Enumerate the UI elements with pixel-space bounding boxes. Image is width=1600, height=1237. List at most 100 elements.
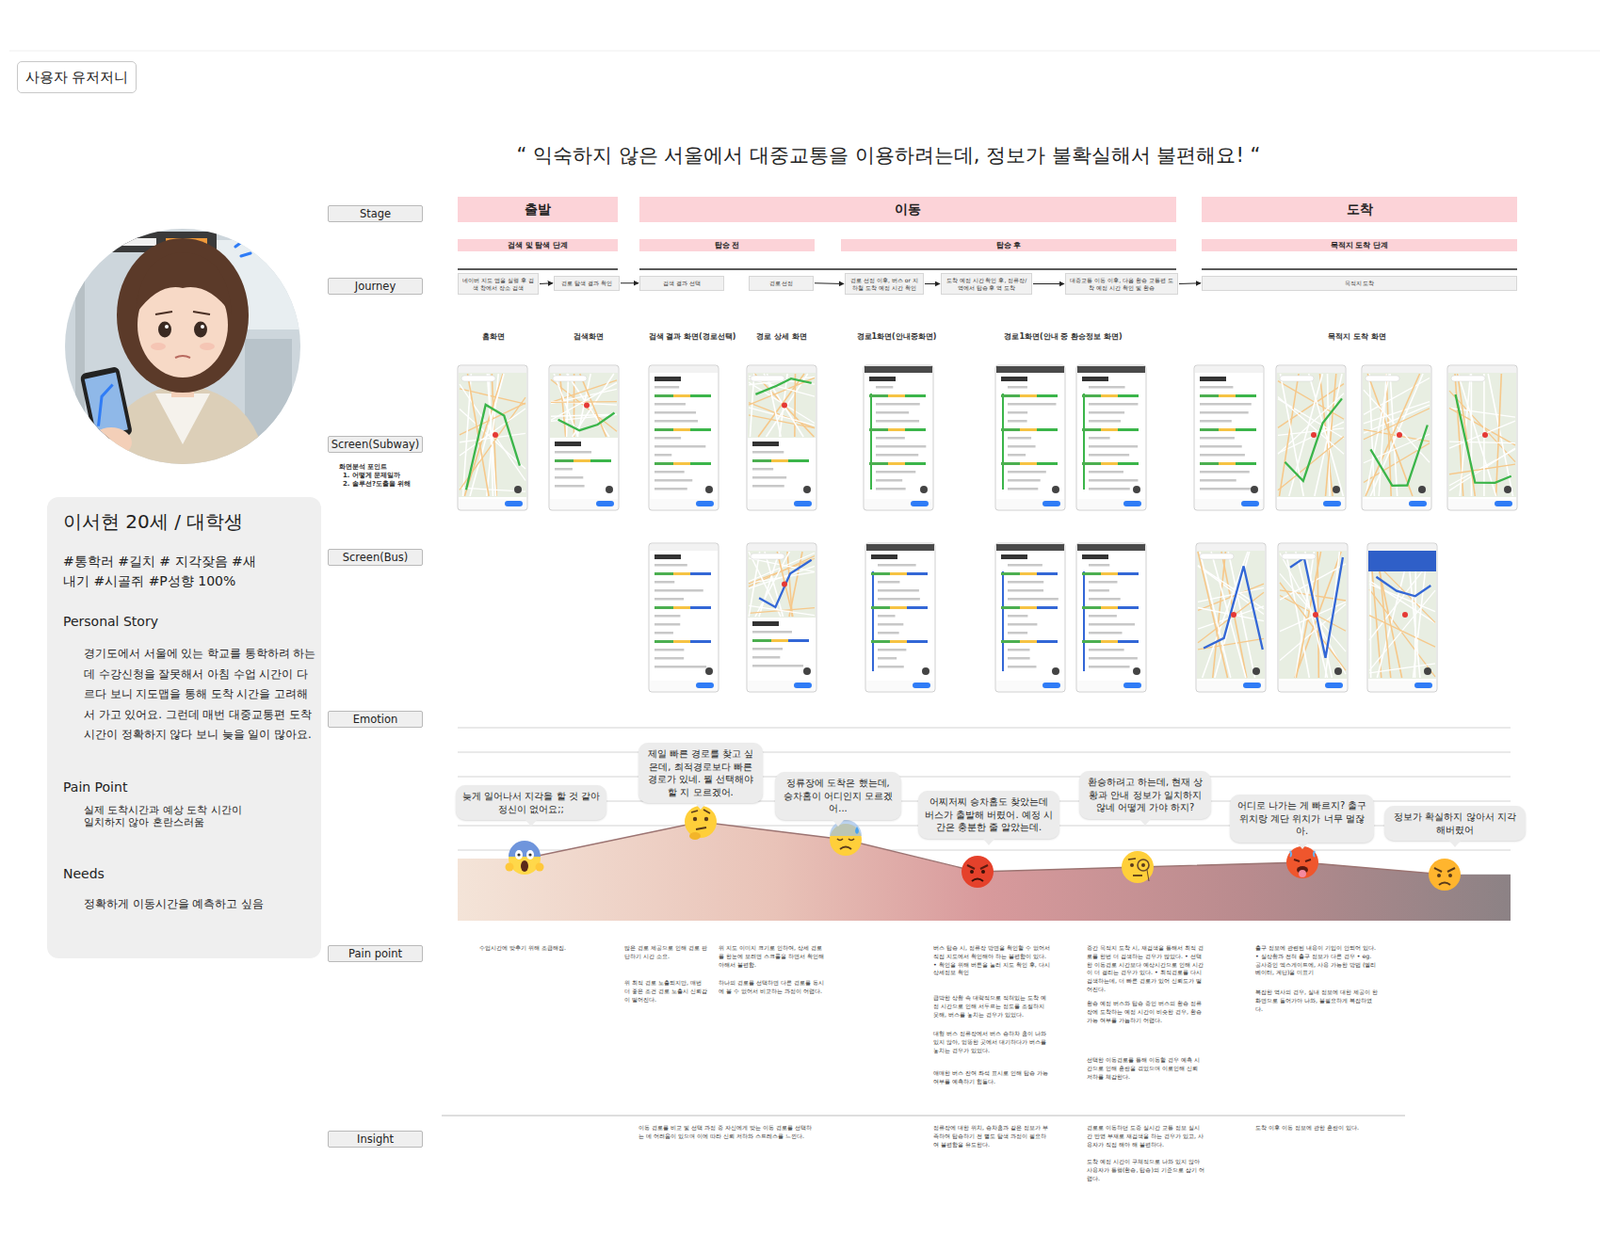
row-label: Emotion	[327, 711, 423, 728]
phone-detail	[996, 680, 1065, 692]
persona-text: Personal Story	[63, 612, 308, 631]
pain-point-note: 버스 탑승 시, 정류장 방면을 확인할 수 없어서 직접 지도에서 확인해야 …	[933, 944, 1051, 978]
phone-detail	[875, 453, 919, 457]
phone-detail	[648, 543, 719, 693]
phone-detail	[1199, 420, 1232, 423]
phone-detail	[1088, 614, 1117, 618]
phone-detail	[1007, 420, 1028, 423]
phone-detail	[1195, 499, 1263, 510]
screen-title: 경로1화면(안내중화면)	[802, 331, 991, 342]
phone-detail	[1276, 499, 1345, 510]
phone-detail	[1449, 441, 1516, 443]
phone-detail	[673, 572, 691, 576]
phone-detail	[554, 476, 583, 480]
phone-detail	[654, 564, 688, 567]
phone-mockup	[457, 365, 528, 511]
phone-detail	[654, 648, 684, 652]
phone-detail	[1082, 376, 1109, 382]
phone-detail	[1199, 445, 1243, 449]
journey-step: 검색 결과 선택	[639, 275, 725, 291]
phone-detail	[1195, 366, 1263, 373]
phone-mockup	[995, 365, 1066, 511]
phone-detail	[690, 572, 712, 576]
phone-detail	[458, 366, 527, 373]
phone-detail	[1088, 403, 1138, 406]
row-label: Journey	[327, 277, 423, 295]
phone-detail	[912, 682, 931, 689]
journey-arrow	[814, 282, 844, 285]
phone-detail	[673, 606, 691, 610]
phone-detail	[654, 376, 681, 382]
node-text: 경로 탐색 결과 확인	[557, 279, 616, 288]
phone-mockup	[549, 365, 619, 511]
phone-detail	[864, 366, 933, 373]
phone-detail	[788, 459, 809, 463]
node-text: 어디로 나가는 게 빠르지? 출구 위치랑 계단 위치가 너무 멀잖아.	[1235, 799, 1369, 839]
phone-mockup	[865, 543, 936, 693]
phone-detail	[877, 631, 900, 635]
substage-bar: 목적지 도착 단계	[1201, 239, 1518, 252]
top-rule	[9, 50, 1600, 52]
phone-detail	[654, 581, 675, 584]
phone-detail	[1276, 366, 1345, 373]
phone-detail	[1007, 470, 1047, 474]
phone-detail	[549, 372, 618, 438]
phone-detail	[1082, 640, 1101, 644]
phone-detail	[1007, 436, 1032, 440]
phone-detail	[793, 373, 796, 437]
phone-detail	[514, 485, 522, 494]
phone-detail	[654, 470, 685, 474]
phone-detail	[654, 403, 686, 406]
phone-detail	[877, 614, 896, 618]
persona-photo	[64, 228, 311, 465]
phone-detail	[888, 394, 906, 398]
phone-detail	[749, 373, 754, 437]
phone-detail	[673, 462, 691, 466]
phone-detail	[877, 657, 897, 661]
phone-detail	[1449, 420, 1516, 449]
phone-detail	[1007, 589, 1044, 593]
phone-detail	[690, 606, 712, 610]
phone-detail	[875, 479, 903, 483]
phone-detail	[560, 373, 566, 437]
section-divider	[441, 1115, 1406, 1117]
phone-detail	[1036, 640, 1058, 644]
phone-detail	[1132, 667, 1141, 676]
phone-detail	[1362, 372, 1431, 498]
node-text: 대중교통 이동 이후, 다음 환승 교통편 도착 예정 시간 확인 및 환승	[1068, 276, 1175, 291]
phone-detail	[1088, 657, 1138, 661]
phone-detail	[654, 394, 674, 398]
phone-detail	[1019, 462, 1037, 466]
phone-detail	[1019, 394, 1037, 398]
phone-detail	[869, 428, 889, 432]
phone-detail	[803, 485, 811, 494]
substage-bar: 탑승 전	[639, 239, 815, 252]
phone-detail	[747, 499, 816, 510]
persona-text: 정확하게 이동시간을 예측하고 싶음	[83, 896, 320, 912]
journey-step: 목적지 도착	[1201, 275, 1518, 291]
phone-detail	[1196, 550, 1265, 679]
phone-detail	[654, 386, 679, 389]
phone-detail	[1199, 551, 1231, 679]
phone-detail	[1455, 394, 1512, 484]
phone-detail	[1250, 485, 1259, 494]
phone-detail	[869, 462, 889, 466]
phone-detail	[752, 468, 774, 471]
phone-detail	[781, 403, 788, 409]
phone-detail	[654, 487, 688, 491]
phone-detail	[1100, 462, 1118, 466]
phone-detail	[1088, 665, 1131, 669]
row-label: Stage	[327, 205, 423, 223]
phone-detail	[1494, 501, 1513, 507]
phone-detail	[1284, 398, 1342, 482]
phone-mockup	[995, 543, 1066, 693]
phone-detail	[1312, 612, 1319, 618]
phone-detail	[654, 554, 681, 560]
phone-detail	[875, 436, 906, 440]
phone-detail	[1295, 551, 1328, 679]
phone-detail	[1278, 680, 1347, 692]
phone-detail	[1117, 572, 1139, 576]
phone-detail	[877, 581, 900, 584]
pain-point-note: 환승 예정 버스와 탑승 중인 버스의 환승 정류장에 도착하는 예정 시간이 …	[1086, 1000, 1205, 1025]
phone-detail	[1368, 550, 1437, 679]
